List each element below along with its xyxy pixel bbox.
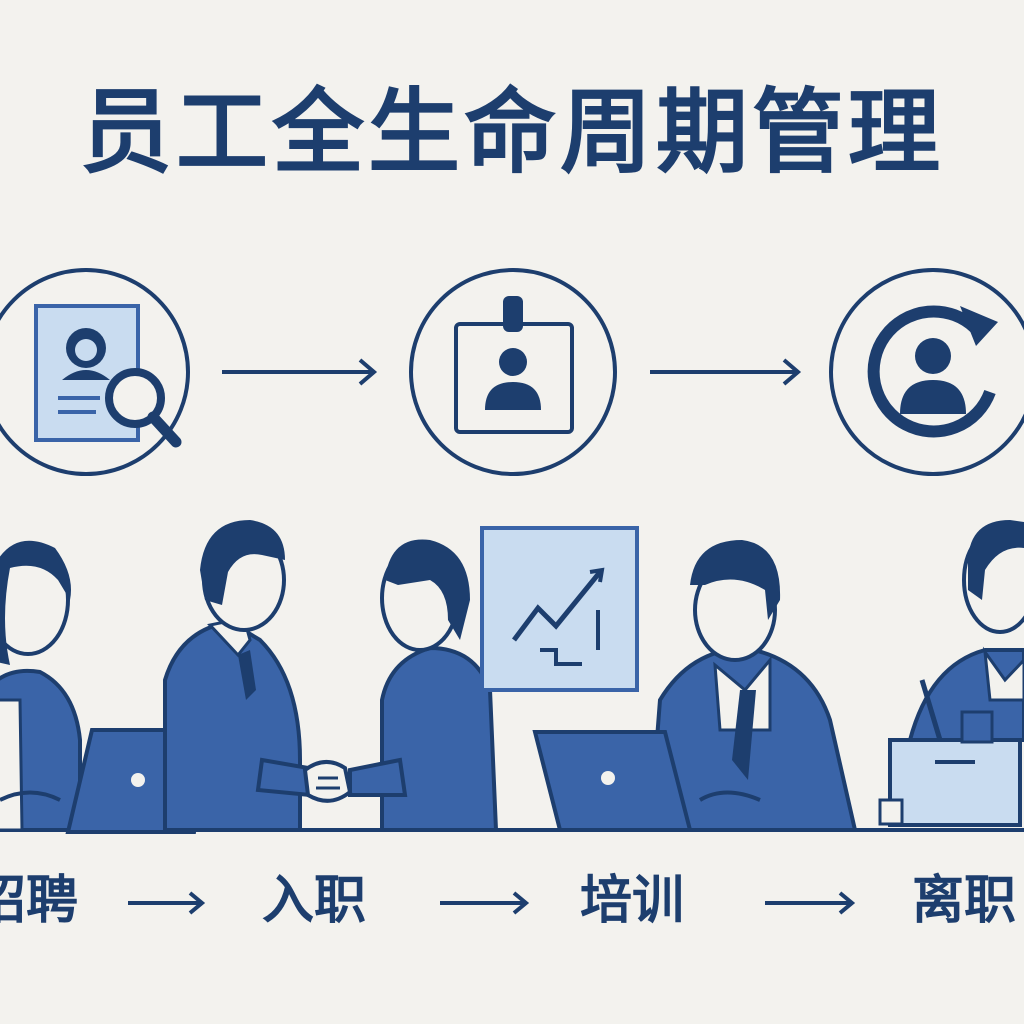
step-label-training: 培训 bbox=[580, 871, 685, 931]
arrow-icon bbox=[765, 891, 856, 915]
step-label-recruit: 招聘 bbox=[0, 871, 79, 931]
handshake-icon bbox=[302, 760, 353, 803]
manager-figure bbox=[348, 539, 499, 832]
step-label-offboard: 离职 bbox=[912, 871, 1017, 931]
trainee-figure bbox=[647, 540, 858, 832]
arrow-icon bbox=[650, 358, 802, 386]
id-badge-icon bbox=[409, 268, 617, 476]
arrow-icon bbox=[440, 891, 530, 915]
step-label-onboard: 入职 bbox=[262, 871, 367, 931]
departing-figure bbox=[907, 520, 1024, 742]
user-cycle-icon bbox=[829, 268, 1024, 476]
laptop-icon bbox=[532, 730, 693, 832]
resume-search-icon bbox=[0, 268, 190, 476]
arrow-icon bbox=[128, 891, 206, 915]
diagram-title: 员工全生命周期管理 bbox=[79, 79, 944, 186]
box-icon bbox=[878, 679, 1022, 827]
recruiter-figure bbox=[0, 540, 82, 832]
arrow-icon bbox=[222, 358, 378, 386]
new-hire-figure bbox=[163, 520, 323, 832]
growth-chart-icon bbox=[480, 526, 639, 692]
